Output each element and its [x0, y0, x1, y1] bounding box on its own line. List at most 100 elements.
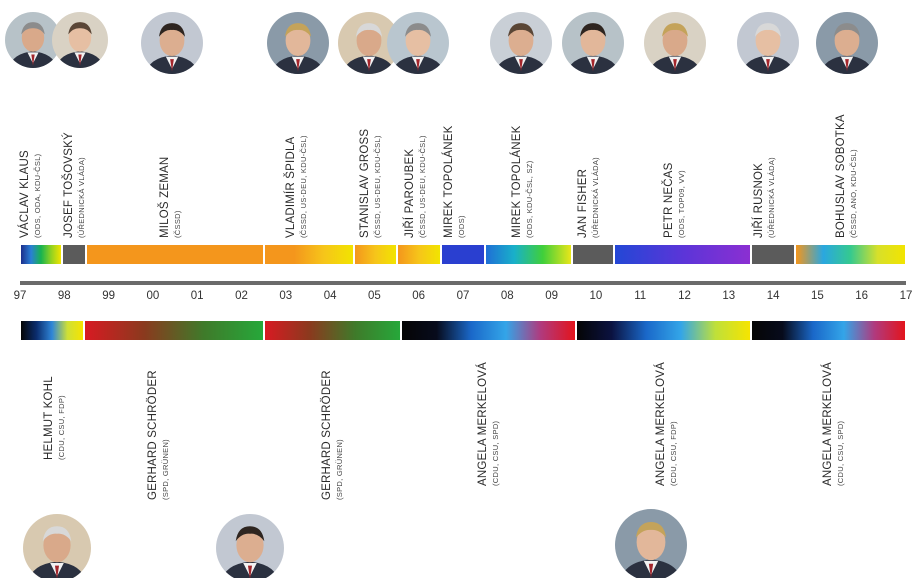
cz-2-parties: (ČSSD): [172, 210, 182, 238]
cz-7-portrait: [490, 12, 552, 74]
de-3-bar: [401, 321, 575, 340]
cz-11-bar: [796, 245, 905, 264]
year-tick-15: 15: [810, 290, 824, 302]
de-5-name: ANGELA MERKELOVÁ: [822, 362, 834, 486]
de-3-name: ANGELA MERKELOVÁ: [477, 362, 489, 486]
cz-8-bar: [572, 245, 613, 264]
de-0-label: HELMUT KOHL(CDU, CSU, FDP): [43, 376, 66, 460]
year-tick-98: 98: [57, 290, 71, 302]
cz-3-name: VLADIMÍR ŠPIDLA: [285, 136, 297, 238]
year-tick-97: 97: [13, 290, 27, 302]
de-1-name: GERHARD SCHRÖDER: [147, 370, 159, 500]
cz-11-label: BOHUSLAV SOBOTKA(ČSSD, ANO, KDU-ČSL): [835, 114, 858, 238]
cz-2-bar: [87, 245, 263, 264]
cz-3-parties: (ČSSD, US-DEU, KDU-ČSL): [298, 135, 308, 238]
cz-0-name: VÁCLAV KLAUS: [19, 150, 31, 238]
year-tick-08: 08: [500, 290, 514, 302]
de-1-portrait: [216, 514, 284, 578]
de-4-name: ANGELA MERKELOVÁ: [655, 362, 667, 486]
cz-1-parties: (ÚŘEDNICKÁ VLÁDA): [76, 157, 86, 238]
cz-10-parties: (ÚŘEDNICKÁ VLÁDA): [766, 157, 776, 238]
cz-4-portrait: [338, 12, 400, 74]
cz-4-label: STANISLAV GROSS(ČSSD, US-DEU, KDU-ČSL): [359, 128, 382, 238]
cz-7-parties: (ODS, KDU-ČSL, SZ): [524, 160, 534, 239]
cz-6-bar: [441, 245, 485, 264]
cz-5-parties: (ČSSD, US-DEU, KDU-ČSL): [417, 135, 427, 238]
cz-6-label: MIREK TOPOLÁNEK(ODS): [443, 125, 466, 239]
cz-7-bar: [486, 245, 571, 264]
cz-10-bar: [751, 245, 795, 264]
cz-1-name: JOSEF TOŠOVSKÝ: [63, 132, 75, 238]
year-tick-03: 03: [279, 290, 293, 302]
cz-8-portrait: [562, 12, 624, 74]
cz-5-name: JIŘÍ PAROUBEK: [404, 148, 416, 238]
de-0-parties: (CDU, CSU, FDP): [56, 395, 66, 460]
de-2-bar: [264, 321, 400, 340]
year-tick-04: 04: [323, 290, 337, 302]
year-tick-05: 05: [367, 290, 381, 302]
year-tick-16: 16: [855, 290, 869, 302]
cz-0-parties: (ODS, ODA, KDU-ČSL): [32, 153, 42, 238]
cz-0-label: VÁCLAV KLAUS(ODS, ODA, KDU-ČSL): [19, 150, 42, 238]
de-0-bar: [21, 321, 84, 340]
year-axis-line: [20, 281, 906, 285]
year-tick-00: 00: [146, 290, 160, 302]
de-0-portrait: [23, 514, 91, 578]
year-tick-14: 14: [766, 290, 780, 302]
de-0-name: HELMUT KOHL: [43, 376, 55, 460]
cz-1-bar: [63, 245, 86, 264]
de-1-bar: [85, 321, 263, 340]
cz-8-name: JAN FISHER: [577, 168, 589, 238]
cz-9-parties: (ODS, TOP09, VV): [676, 170, 686, 238]
cz-7-label: MIREK TOPOLÁNEK(ODS, KDU-ČSL, SZ): [511, 125, 534, 239]
cz-4-name: STANISLAV GROSS: [359, 128, 371, 238]
cz-10-portrait: [737, 12, 799, 74]
cz-2-label: MILOŠ ZEMAN(ČSSD): [159, 156, 182, 238]
de-4-label: ANGELA MERKELOVÁ(CDU, CSU, FDP): [655, 362, 678, 486]
year-tick-13: 13: [722, 290, 736, 302]
de-2-label: GERHARD SCHRÖDER(SPD, GRÜNEN): [321, 370, 344, 500]
cz-7-name: MIREK TOPOLÁNEK: [511, 125, 523, 239]
cz-3-portrait: [267, 12, 329, 74]
de-1-parties: (SPD, GRÜNEN): [160, 439, 170, 500]
de-5-label: ANGELA MERKELOVÁ(CDU, CSU, SPD): [822, 362, 845, 486]
year-tick-17: 17: [899, 290, 912, 302]
de-1-label: GERHARD SCHRÖDER(SPD, GRÜNEN): [147, 370, 170, 500]
cz-9-label: PETR NEČAS(ODS, TOP09, VV): [663, 163, 686, 239]
cz-5-portrait: [387, 12, 449, 74]
cz-2-name: MILOŠ ZEMAN: [159, 156, 171, 238]
cz-2-portrait: [141, 12, 203, 74]
cz-8-label: JAN FISHER(ÚŘEDNICKÁ VLÁDA): [577, 157, 600, 238]
cz-11-parties: (ČSSD, ANO, KDU-ČSL): [848, 149, 858, 238]
de-2-parties: (SPD, GRÜNEN): [334, 439, 344, 500]
year-tick-10: 10: [589, 290, 603, 302]
de-3-parties: (CDU, CSU, SPD): [490, 420, 500, 486]
de-5-parties: (CDU, CSU, SPD): [835, 420, 845, 486]
cz-4-parties: (ČSSD, US-DEU, KDU-ČSL): [372, 135, 382, 238]
year-tick-01: 01: [190, 290, 204, 302]
de-2-name: GERHARD SCHRÖDER: [321, 370, 333, 500]
cz-6-name: MIREK TOPOLÁNEK: [443, 125, 455, 239]
year-tick-11: 11: [634, 290, 647, 302]
de-5-bar: [751, 321, 905, 340]
cz-9-portrait: [644, 12, 706, 74]
de-4-parties: (CDU, CSU, FDP): [668, 421, 678, 486]
cz-6-parties: (ODS): [456, 215, 466, 238]
cz-3-bar: [264, 245, 354, 264]
de-4-bar: [576, 321, 750, 340]
cz-4-bar: [355, 245, 396, 264]
de-3-portrait: [615, 509, 687, 578]
cz-10-name: JIŘÍ RUSNOK: [753, 162, 765, 238]
de-3-label: ANGELA MERKELOVÁ(CDU, CSU, SPD): [477, 362, 500, 486]
cz-0-bar: [21, 245, 62, 264]
cz-5-bar: [397, 245, 440, 264]
cz-1-label: JOSEF TOŠOVSKÝ(ÚŘEDNICKÁ VLÁDA): [63, 132, 86, 238]
year-tick-99: 99: [102, 290, 115, 302]
year-tick-12: 12: [678, 290, 691, 302]
year-tick-06: 06: [412, 290, 426, 302]
year-tick-09: 09: [545, 290, 558, 302]
cz-9-bar: [614, 245, 750, 264]
cz-8-parties: (ÚŘEDNICKÁ VLÁDA): [590, 157, 600, 238]
cz-1-portrait: [52, 12, 108, 68]
